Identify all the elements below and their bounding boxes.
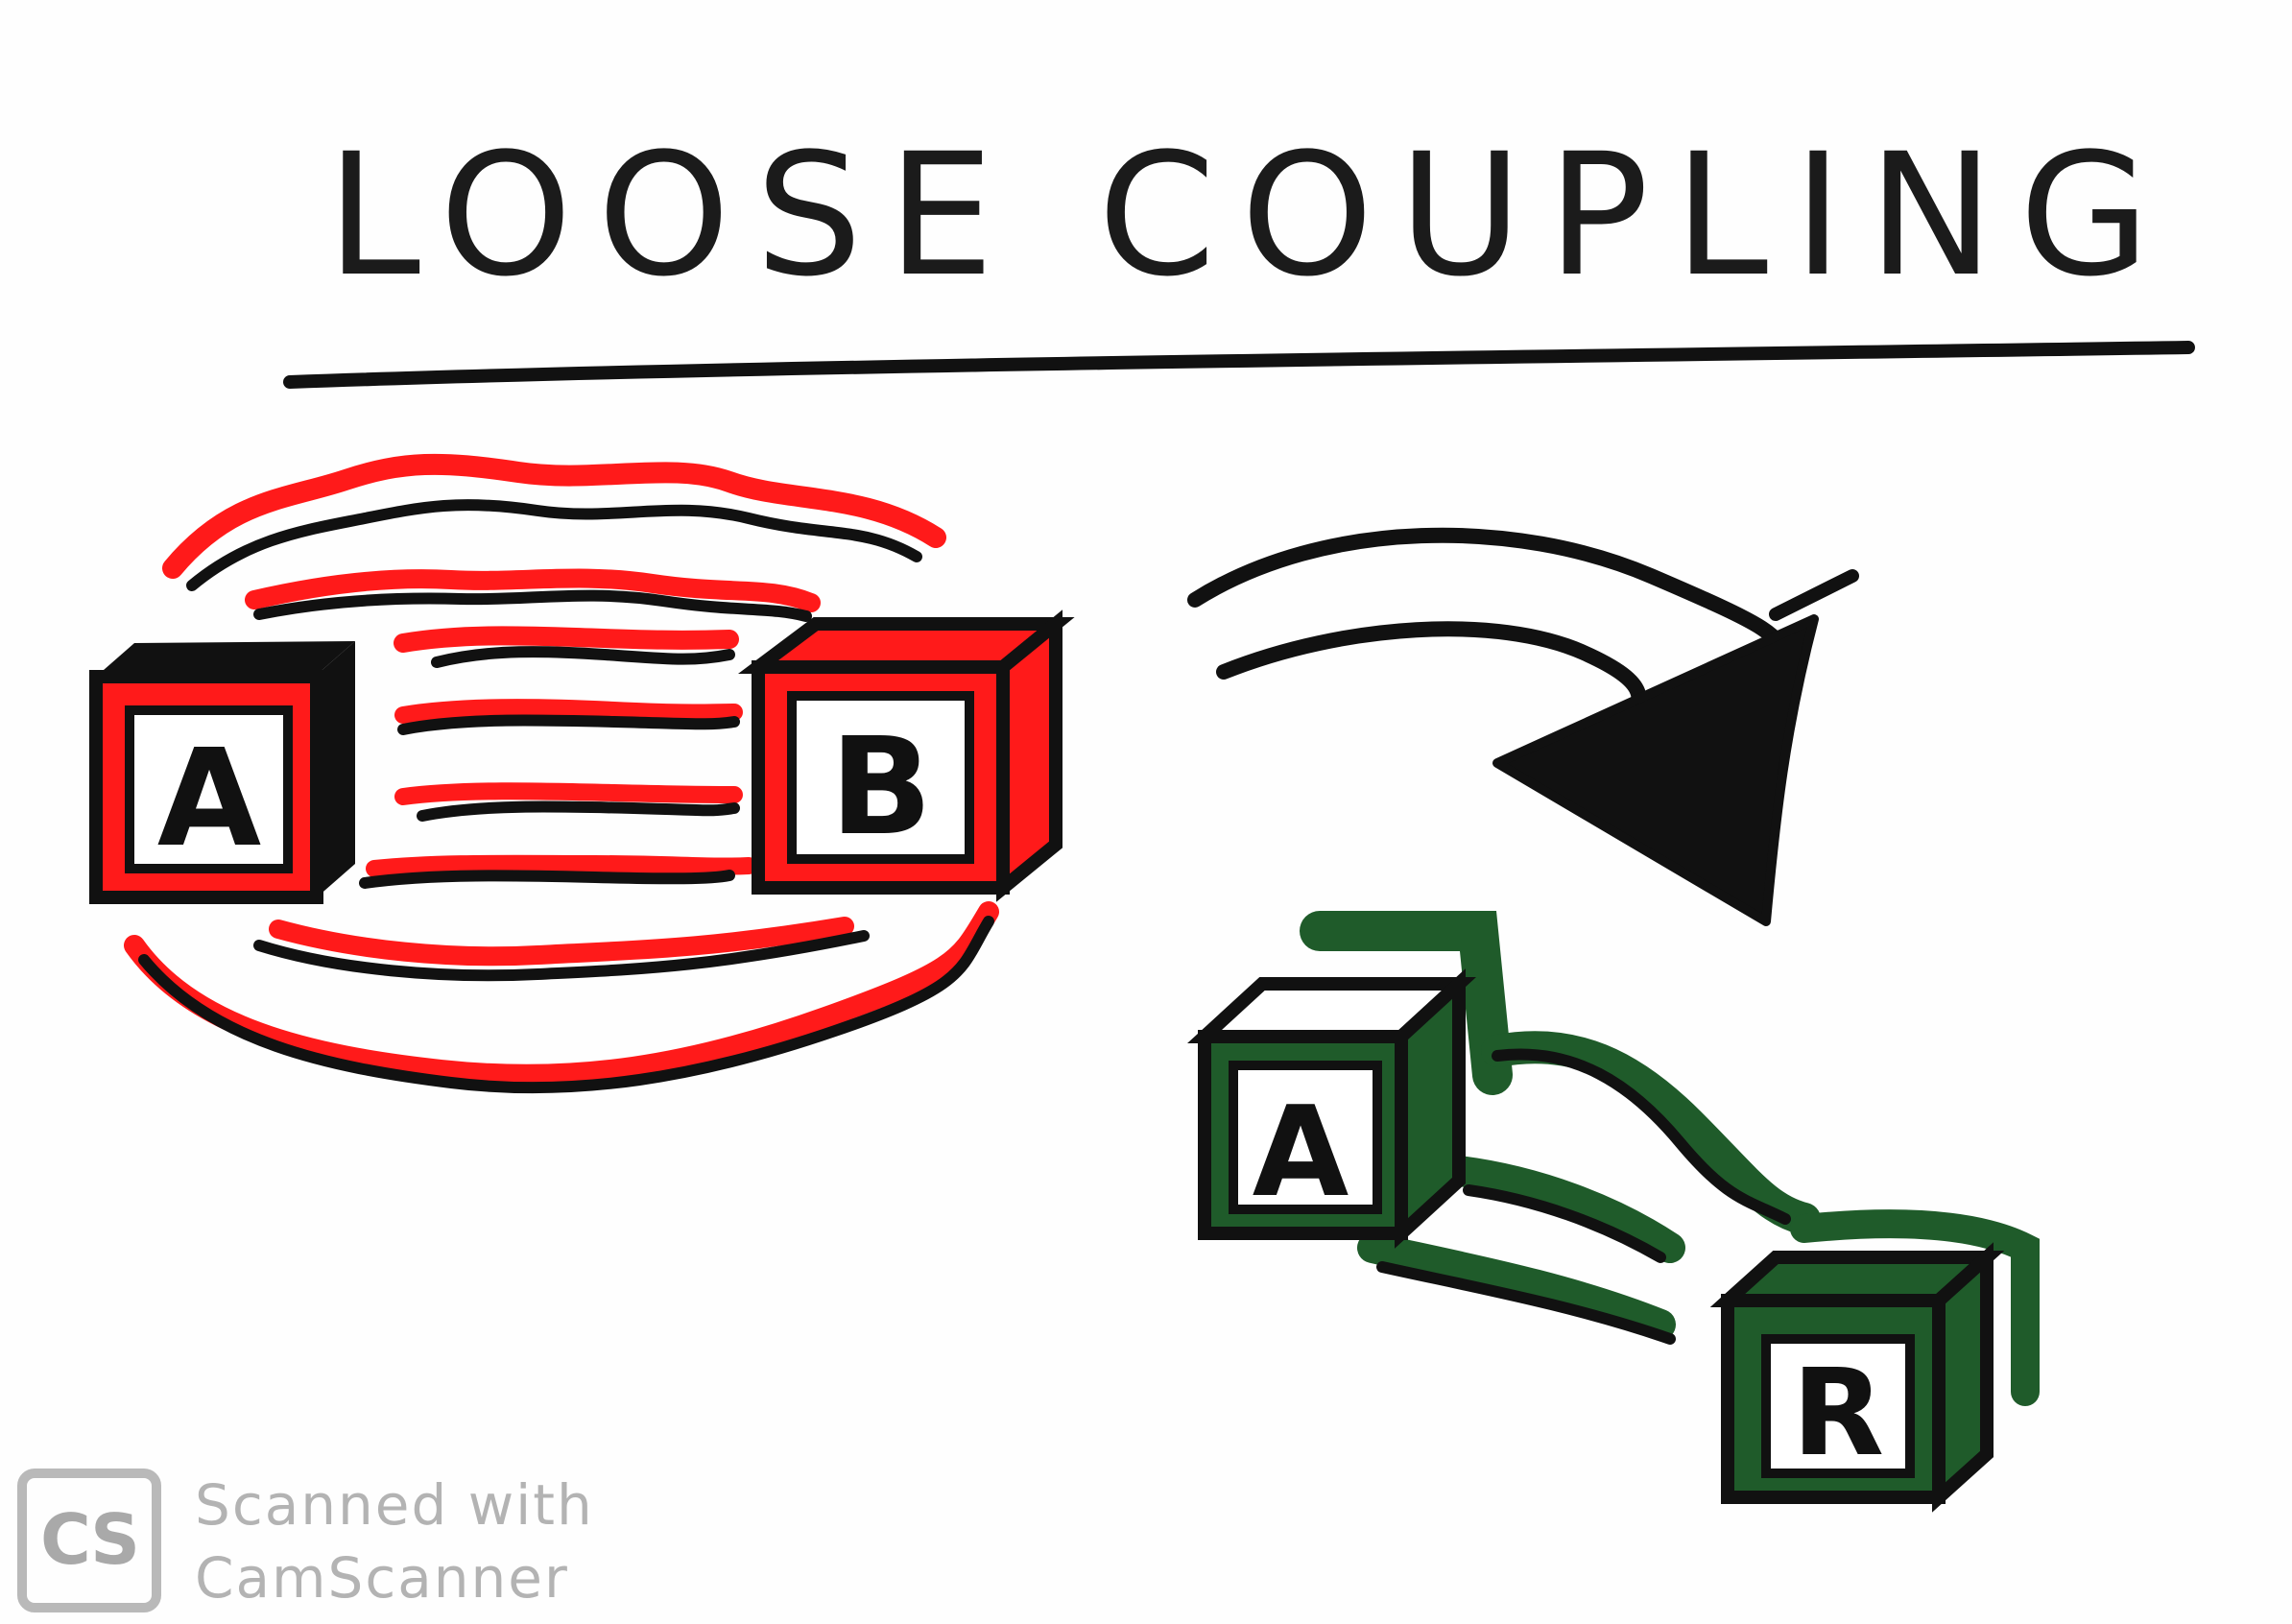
cube-r-label: R: [1792, 1344, 1884, 1483]
wavy-line: [394, 782, 743, 805]
wavy-line: [245, 568, 821, 612]
cube-a-loose: A: [1187, 968, 1476, 1249]
wavy-line: [394, 699, 743, 724]
green-connector: [1463, 1184, 1666, 1263]
wavy-line: [269, 917, 854, 967]
wavy-line: [253, 930, 870, 982]
green-connector: [1481, 1031, 1821, 1235]
wavy-line: [431, 646, 735, 668]
loose-coupling-group: A R: [1187, 911, 2040, 1513]
green-connector: [1790, 1209, 2040, 1406]
green-connector: [1444, 1156, 1685, 1263]
wavy-line: [253, 589, 812, 622]
page-title: LOOSE COUPLING: [326, 117, 2176, 314]
title-underline: [283, 341, 2195, 389]
cube-a-loose-label: A: [1253, 1079, 1349, 1225]
arrow-head: [1492, 614, 1819, 926]
wavy-line: [186, 499, 922, 591]
green-connector: [1492, 1048, 1791, 1225]
cube-b-label: B: [830, 709, 933, 866]
cube-a-label: A: [157, 721, 261, 877]
wavy-line: [397, 714, 740, 735]
cube-a-tight: A: [89, 641, 355, 904]
wavy-line: [359, 870, 735, 889]
transition-arrow: [1187, 527, 1859, 926]
camscanner-watermark: CS Scanned with CamScanner: [17, 1469, 632, 1612]
tight-coupling-group: A B: [89, 453, 1075, 1094]
wavy-line: [124, 901, 999, 1086]
green-connector: [1357, 1232, 1676, 1340]
wavy-line: [162, 453, 946, 579]
camscanner-logo-icon: CS: [17, 1469, 161, 1612]
green-connector: [1376, 1261, 1676, 1345]
watermark-line1: Scanned with: [195, 1472, 594, 1538]
cube-r-loose: R: [1709, 1242, 2005, 1513]
wavy-line: [366, 854, 757, 877]
watermark-line2: CamScanner: [195, 1545, 569, 1611]
watermark-text: Scanned with CamScanner: [195, 1469, 636, 1614]
green-connector: [1300, 911, 1513, 1095]
wavy-line: [138, 916, 994, 1094]
wavy-line: [394, 626, 739, 653]
cube-b-tight: B: [738, 609, 1075, 902]
wavy-line: [417, 800, 740, 822]
